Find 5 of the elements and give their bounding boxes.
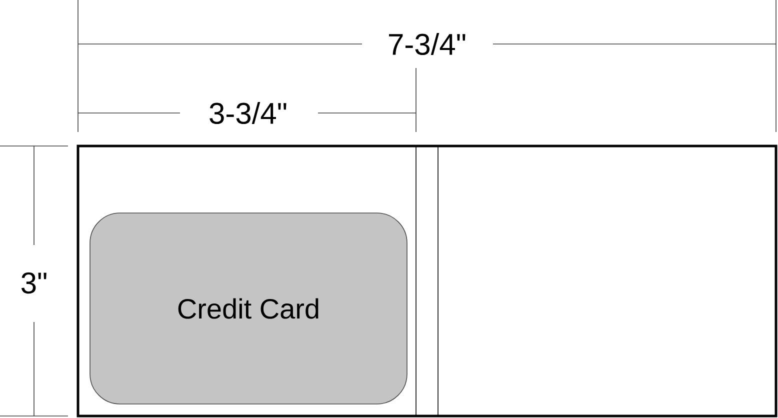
credit-card: Credit Card — [90, 212, 408, 404]
dimension-label: 3" — [21, 272, 46, 294]
dimension-label: 3-3/4" — [210, 102, 286, 124]
holder-outline — [76, 144, 778, 418]
dimension-label: 7-3/4" — [389, 33, 466, 56]
